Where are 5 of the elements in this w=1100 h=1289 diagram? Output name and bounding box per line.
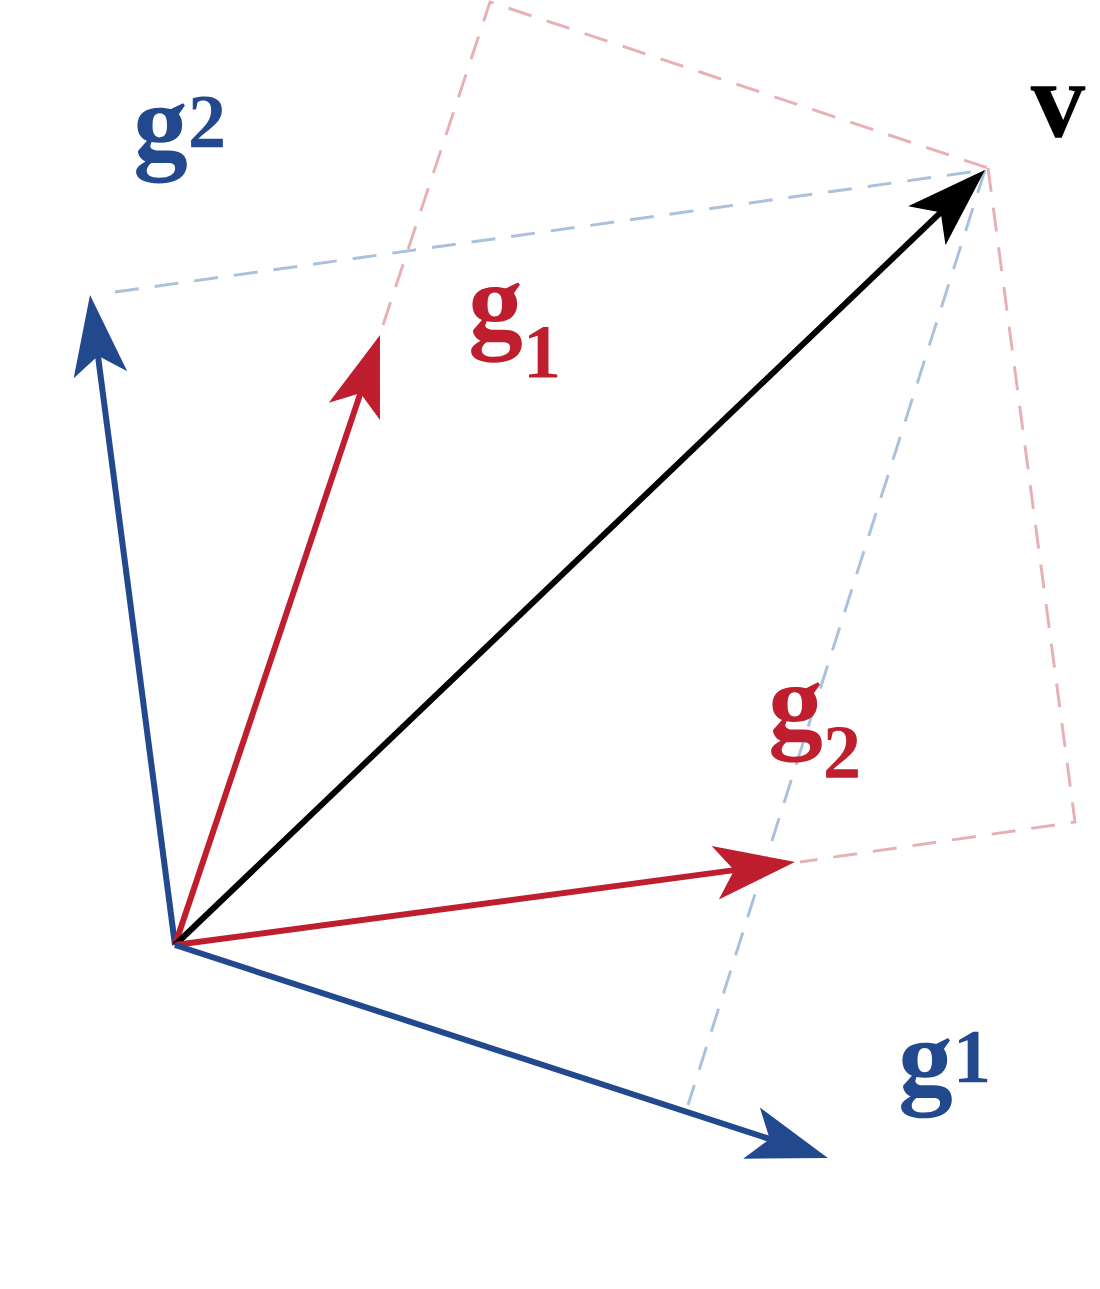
vector-label: g$^{1}$: [901, 1031, 988, 1119]
vector-label: g$^{2}$: [136, 96, 223, 184]
vector-label: v: [1030, 86, 1086, 138]
vector-label: g$_{2}$: [771, 682, 858, 778]
vector-label: g$_{1}$: [471, 282, 558, 378]
